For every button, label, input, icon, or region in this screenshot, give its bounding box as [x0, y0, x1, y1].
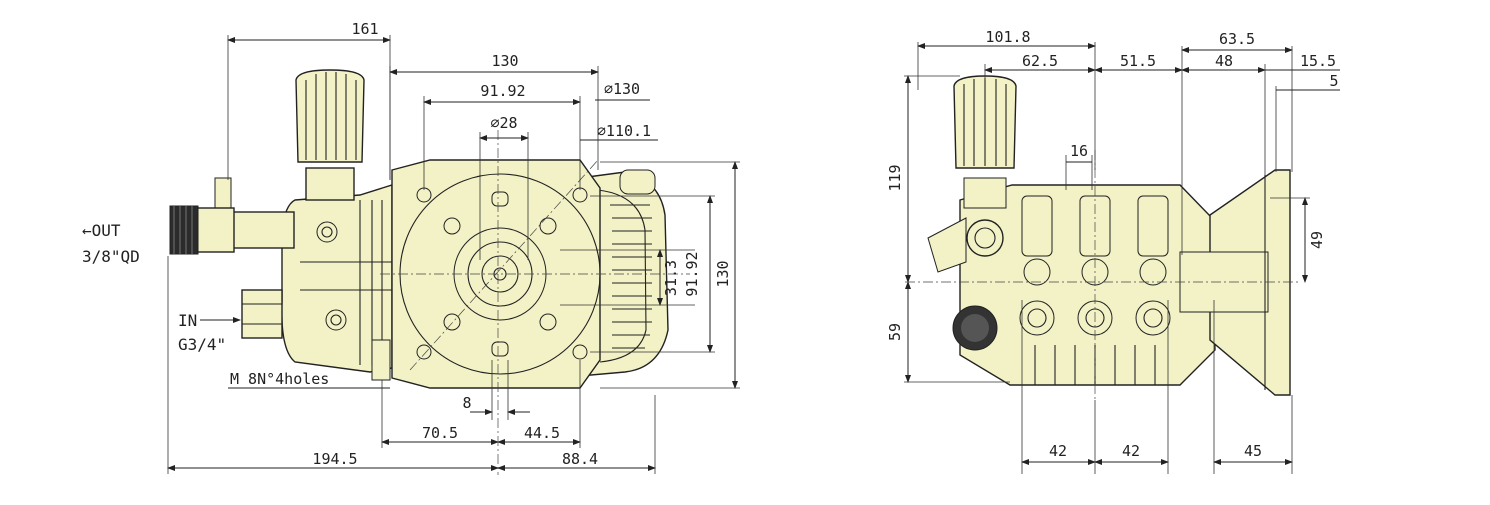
dim-63-5: 63.5: [1219, 30, 1255, 48]
dim-59: 59: [886, 323, 904, 341]
out-label: ←OUT: [82, 221, 121, 240]
dim-dia-28: ∅28: [490, 114, 517, 132]
dim-51-5: 51.5: [1120, 52, 1156, 70]
inlet-fitting: [241, 289, 283, 339]
side-crankcase: [959, 184, 1216, 386]
dim-101-8: 101.8: [985, 28, 1030, 46]
drain-plug: [371, 339, 391, 381]
outlet-quick-connect: [169, 205, 295, 255]
valve-body: [305, 167, 355, 201]
dim-88-4: 88.4: [562, 450, 598, 468]
dim-16: 16: [1070, 142, 1088, 160]
out-spec: 3/8"QD: [82, 247, 140, 266]
dim-119: 119: [886, 164, 904, 191]
dim-dia-130: ∅130: [604, 80, 640, 98]
pressure-knob: [295, 69, 365, 163]
unloader-valve: [214, 69, 365, 211]
dim-130-top: 130: [491, 52, 518, 70]
housing-fins: [610, 204, 652, 349]
manifold-head: [281, 184, 393, 381]
in-spec: G3/4": [178, 335, 226, 354]
dim-194-5: 194.5: [312, 450, 357, 468]
dim-5: 5: [1329, 72, 1338, 90]
side-view: 101.8 63.5 62.5 51.5 48 15.5 5 16 119 59: [886, 28, 1340, 474]
dim-70-5: 70.5: [422, 424, 458, 442]
dim-62-5: 62.5: [1022, 52, 1058, 70]
in-label: IN: [178, 311, 197, 330]
piston-valves: [1019, 195, 1171, 336]
dim-42-b: 42: [1122, 442, 1140, 460]
dim-44-5: 44.5: [524, 424, 560, 442]
dim-49: 49: [1308, 231, 1326, 249]
side-unloader: [927, 75, 1017, 273]
bypass-nipple: [214, 177, 232, 211]
dim-31-3: 31.3: [662, 260, 680, 296]
front-view: 161 130 91.92 ∅130 ∅28 ∅110.1 31.3 91.92: [82, 20, 740, 475]
dim-8: 8: [462, 394, 471, 412]
dim-dia-110-1: ∅110.1: [597, 122, 651, 140]
dim-48: 48: [1215, 52, 1233, 70]
dim-91-92-v: 91.92: [683, 251, 701, 296]
holes-label: M 8N°4holes: [230, 370, 329, 388]
dim-130-v: 130: [714, 260, 732, 287]
dim-45: 45: [1244, 442, 1262, 460]
dim-15-5: 15.5: [1300, 52, 1336, 70]
dim-42-a: 42: [1049, 442, 1067, 460]
dim-91-92-h: 91.92: [480, 82, 525, 100]
oil-cap: [619, 169, 656, 195]
dim-161: 161: [351, 20, 378, 38]
mounting-holes: [416, 187, 588, 360]
